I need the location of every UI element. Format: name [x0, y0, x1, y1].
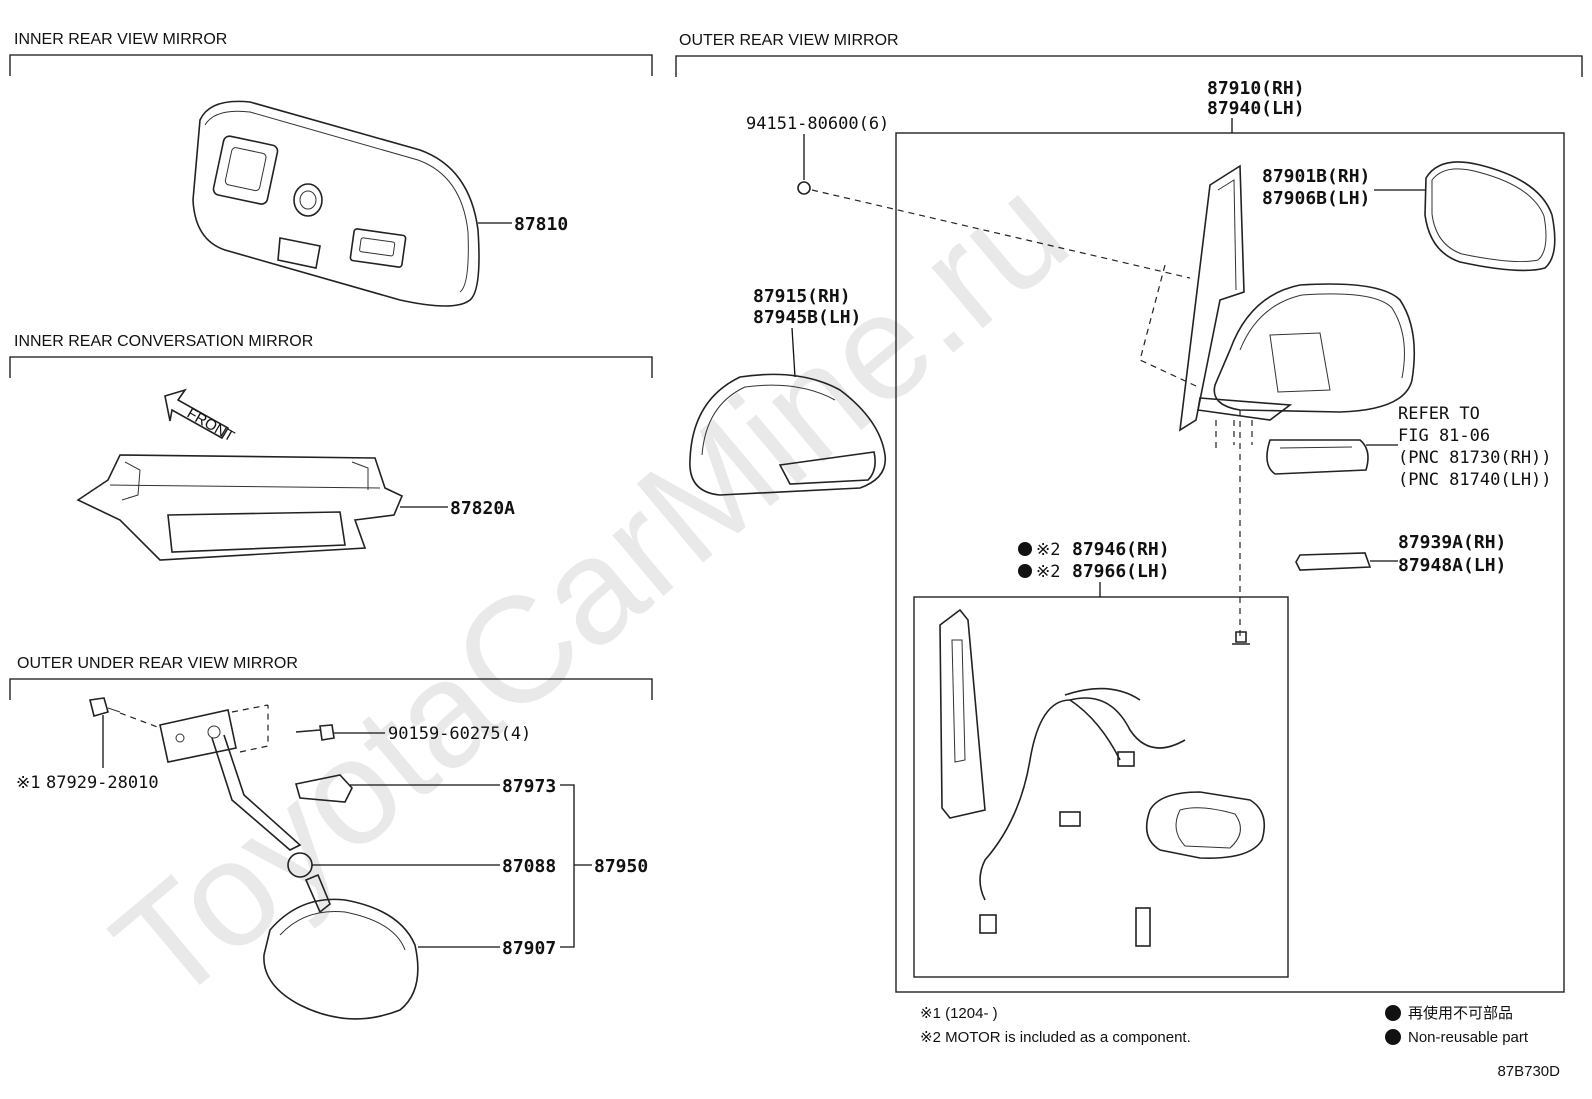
part-87946-rh: 87946(RH): [1072, 539, 1170, 560]
mirror-body-drawing: [1139, 164, 1416, 640]
part-87910-rh: 87910(RH): [1207, 78, 1305, 99]
part-87939a-drawing: [1295, 552, 1372, 571]
clip-94151-drawing: [797, 181, 811, 195]
refer-to-line1: REFER TO: [1398, 404, 1480, 424]
part-94151-80600: 94151-80600(6): [746, 114, 889, 134]
part-87929-note-mark: ※1: [16, 773, 40, 793]
inner-conversation-mirror-drawing: [76, 454, 404, 561]
part-87810: 87810: [514, 214, 568, 235]
part-87939a-rh: 87939A(RH): [1398, 532, 1506, 553]
part-87966-lh: 87966(LH): [1072, 561, 1170, 582]
motor-mark-87946: ※2: [1036, 540, 1060, 560]
turn-signal-lamp-drawing: [1266, 439, 1369, 475]
section-bracket-outer-under: [9, 678, 653, 700]
section-title-inner-view: INNER REAR VIEW MIRROR: [14, 31, 227, 48]
front-arrow-label: FRONT: [184, 405, 237, 446]
part-87088: 87088: [502, 856, 556, 877]
legend-non-reusable-jp: 再使用不可部品: [1408, 1005, 1513, 1022]
part-87915-rh: 87915(RH): [753, 286, 851, 307]
assembly-box-87910: [895, 132, 1565, 993]
part-87973: 87973: [502, 776, 556, 797]
section-bracket-inner-conversation: [9, 356, 653, 378]
assembly-bracket-87950: [560, 784, 592, 948]
part-87906b-lh: 87906B(LH): [1262, 188, 1370, 209]
part-87950: 87950: [594, 856, 648, 877]
footnote-1: ※1 (1204- ): [920, 1005, 998, 1022]
assembly-box-motor: [913, 596, 1289, 978]
leader-87915: [791, 327, 796, 378]
part-87820a: 87820A: [450, 498, 515, 519]
section-bracket-inner-view: [9, 54, 653, 76]
footnote-2: ※2 MOTOR is included as a component.: [920, 1029, 1191, 1046]
legend-bullet-en: [1385, 1029, 1401, 1045]
refer-to-line4: (PNC 81740(LH)): [1398, 470, 1552, 490]
refer-to-line2: FIG 81-06: [1398, 426, 1490, 446]
legend-non-reusable-en: Non-reusable part: [1408, 1029, 1529, 1046]
mirror-cover-drawing: [689, 373, 887, 496]
part-87907: 87907: [502, 938, 556, 959]
outer-under-mirror-drawing: [89, 697, 419, 1020]
mirror-glass-drawing: [1424, 161, 1556, 272]
non-reusable-mark-87946: [1018, 542, 1032, 556]
part-90159-60275: 90159-60275(4): [388, 724, 531, 744]
legend-bullet-jp: [1385, 1005, 1401, 1021]
inner-rear-view-mirror-drawing: [192, 100, 480, 307]
section-title-outer-view: OUTER REAR VIEW MIRROR: [679, 32, 899, 49]
watermark: ToyotaCarMine.ru: [83, 145, 1098, 1035]
motor-components-drawing: [939, 608, 1266, 947]
motor-mark-87966: ※2: [1036, 562, 1060, 582]
refer-to-line3: (PNC 81730(RH)): [1398, 448, 1552, 468]
section-title-outer-under: OUTER UNDER REAR VIEW MIRROR: [17, 655, 298, 672]
section-title-inner-conversation: INNER REAR CONVERSATION MIRROR: [14, 333, 313, 350]
figure-id: 87B730D: [1497, 1063, 1560, 1080]
part-87929-28010: 87929-28010: [46, 773, 159, 793]
part-87901b-rh: 87901B(RH): [1262, 166, 1370, 187]
part-87940-lh: 87940(LH): [1207, 98, 1305, 119]
section-bracket-outer-view: [675, 55, 1583, 77]
part-87945b-lh: 87945B(LH): [753, 307, 861, 328]
non-reusable-mark-87966: [1018, 564, 1032, 578]
part-87948a-lh: 87948A(LH): [1398, 555, 1506, 576]
front-arrow: FRONT: [164, 388, 237, 446]
dashed-line-clip: [811, 189, 1191, 279]
